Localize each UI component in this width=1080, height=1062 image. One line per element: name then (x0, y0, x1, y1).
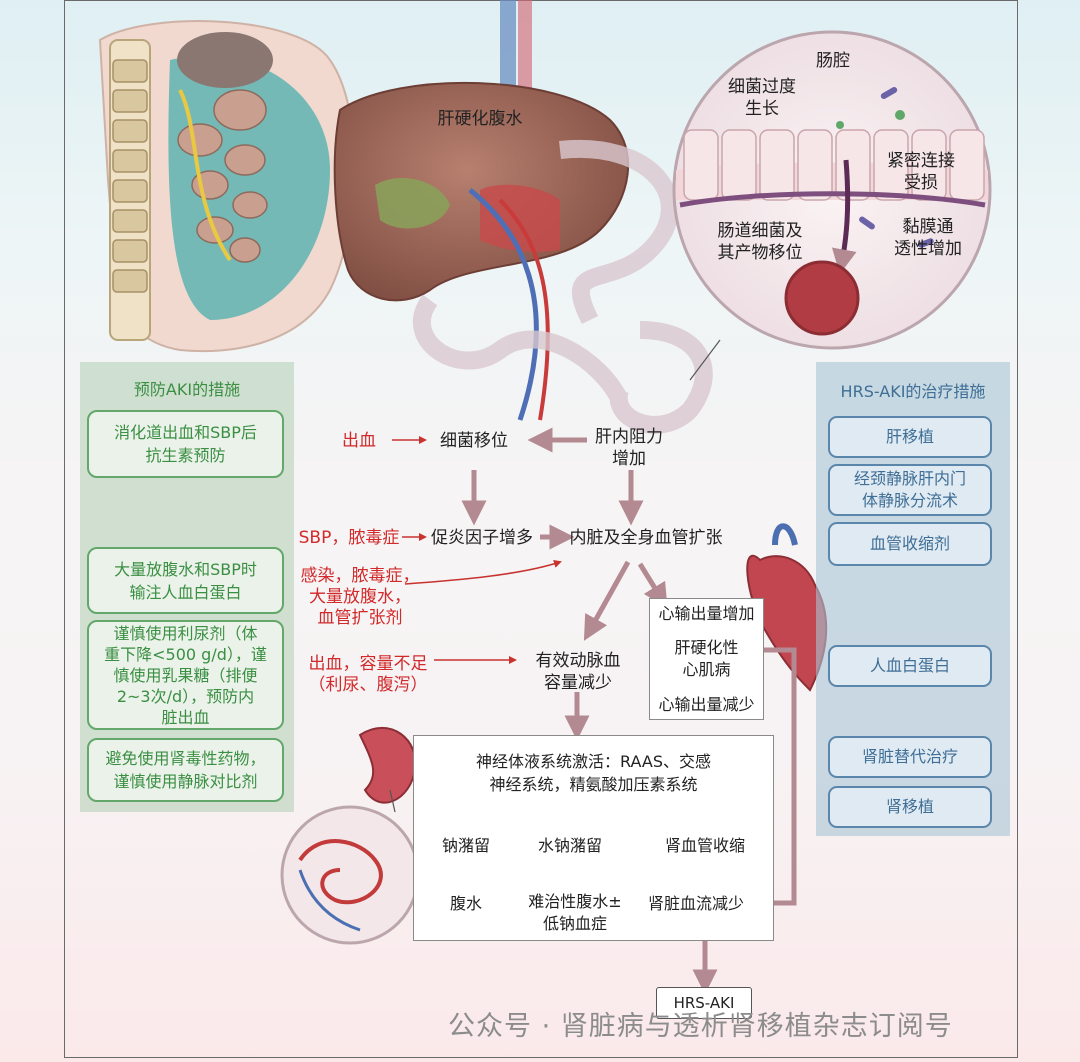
cardiac-output-down-node: 心输出量减少 (649, 694, 764, 716)
refractory-ascites-node: 难治性腹水± 低钠血症 (520, 891, 630, 935)
neurohumoral-node: 神经体液系统激活：RAAS、交感 神经系统，精氨酸加压素系统 (413, 750, 774, 796)
sbp-sepsis-label: SBP，脓毒症 (296, 527, 402, 549)
treatment-item: 血管收缩剂 (828, 522, 992, 566)
prevention-item: 避免使用肾毒性药物， 谨慎使用静脉对比剂 (87, 738, 284, 802)
abdomen-illustration (100, 21, 354, 351)
cirrhosis-label: 肝硬化腹水 (432, 108, 528, 130)
vasodilation-node: 内脏及全身血管扩张 (565, 527, 727, 549)
cirrhotic-cardiomyopathy-node: 肝硬化性 心肌病 (649, 637, 764, 681)
bleeding-volume-label: 出血，容量不足 （利尿、腹泻） (300, 654, 436, 696)
renal-vasoconstriction-node: 肾血管收缩 (646, 835, 764, 857)
infection-group-label: 感染，脓毒症， 大量放腹水， 血管扩张剂 (296, 566, 424, 629)
treatment-item: 经颈静脉肝内门 体静脉分流术 (828, 464, 992, 516)
kidney-illustration (282, 728, 418, 943)
effective-volume-node: 有效动脉血 容量减少 (526, 650, 630, 694)
prevention-item: 消化道出血和SBP后 抗生素预防 (87, 410, 284, 478)
prevention-title: 预防AKI的措施 (80, 376, 294, 400)
treatment-item: 肝移植 (828, 416, 992, 458)
bacterial-translocation-node: 细菌移位 (426, 430, 522, 452)
inset-overgrowth-label: 细菌过度 生长 (722, 76, 802, 120)
ascites-node: 腹水 (436, 893, 496, 915)
prevention-item: 谨慎使用利尿剂（体 重下降<500 g/d），谨 慎使用乳果糖（排便 2~3次/… (87, 620, 284, 730)
treatment-item: 肾移植 (828, 786, 992, 828)
inset-tight-junction-label: 紧密连接 受损 (880, 150, 962, 194)
cardiac-output-up-node: 心输出量增加 (649, 603, 764, 625)
proinflammatory-node: 促炎因子增多 (426, 527, 538, 549)
intrahepatic-resistance-node: 肝内阻力 增加 (586, 426, 672, 470)
watermark: 公众号 · 肾脏病与透析肾移植杂志订阅号 (448, 1004, 953, 1043)
treatment-item: 人血白蛋白 (828, 645, 992, 687)
inset-translocation-label: 肠道细菌及 其产物移位 (706, 220, 814, 264)
treatment-title: HRS-AKI的治疗措施 (816, 378, 1010, 402)
prevention-item: 大量放腹水和SBP时 输注人血白蛋白 (87, 547, 284, 614)
inset-lumen-label: 肠腔 (803, 50, 863, 72)
treatment-item: 肾脏替代治疗 (828, 736, 992, 778)
water-sodium-retention-node: 水钠潴留 (530, 835, 610, 857)
sodium-retention-node: 钠潴留 (430, 835, 502, 857)
bleeding-label: 出血 (330, 430, 388, 452)
inset-permeability-label: 黏膜通 透性增加 (888, 216, 968, 260)
renal-blood-flow-node: 肾脏血流减少 (640, 893, 752, 915)
